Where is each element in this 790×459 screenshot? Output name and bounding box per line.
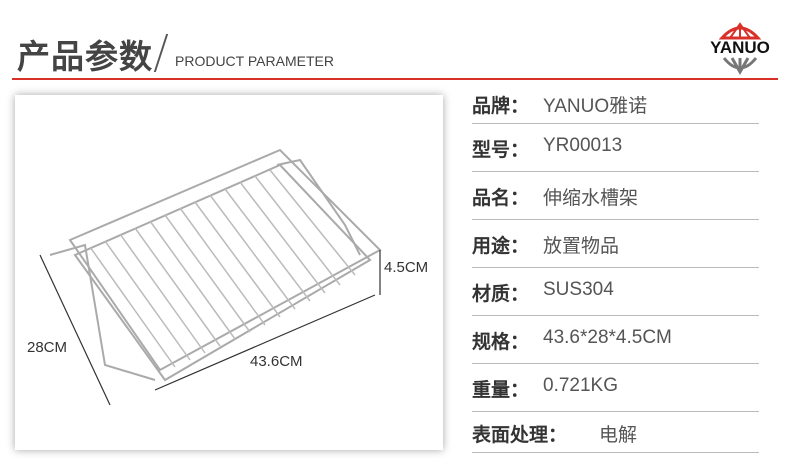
param-value: 0.721KG — [543, 375, 618, 396]
param-row-material: 材质： SUS304 — [472, 267, 759, 316]
width-dimension: 28CM — [27, 339, 68, 356]
param-value: 放置物品 — [543, 236, 620, 257]
length-dimension: 43.6CM — [250, 353, 303, 370]
param-value: YANUO雅诺 — [543, 96, 648, 117]
param-value: 电解 — [599, 425, 638, 446]
param-value: YR00013 — [543, 135, 623, 156]
param-row-weight: 重量： 0.721KG — [472, 363, 759, 412]
param-label: 重量： — [472, 379, 530, 401]
param-label: 规格： — [472, 331, 530, 353]
param-row-finish: 表面处理： 电解 — [472, 411, 759, 453]
param-value: 伸缩水槽架 — [543, 188, 639, 209]
header-rule — [12, 78, 778, 80]
param-label: 材质： — [472, 283, 530, 305]
product-image: 4.5CM 28CM 43.6CM — [15, 95, 443, 450]
param-value: SUS304 — [543, 279, 614, 300]
logo-globe-icon — [718, 22, 762, 76]
page-title: 产品参数 — [17, 37, 153, 76]
param-row-model: 型号： YR00013 — [472, 123, 759, 172]
param-label: 品牌： — [472, 95, 530, 117]
param-row-brand: 品牌： YANUO雅诺 — [472, 77, 759, 124]
height-dimension: 4.5CM — [384, 259, 429, 276]
logo-text: YANUO — [710, 38, 770, 57]
title-divider — [153, 34, 169, 72]
param-label: 用途： — [472, 235, 530, 257]
brand-logo: YANUO — [700, 20, 780, 80]
param-label: 品名： — [472, 187, 530, 209]
param-row-name: 品名： 伸缩水槽架 — [472, 171, 759, 220]
sink-rack-illustration — [39, 148, 382, 406]
param-row-size: 规格： 43.6*28*4.5CM — [472, 315, 759, 364]
param-label: 表面处理： — [472, 424, 568, 446]
param-row-usage: 用途： 放置物品 — [472, 219, 759, 268]
param-label: 型号： — [472, 139, 530, 161]
page-subtitle: PRODUCT PARAMETER — [175, 53, 334, 69]
param-value: 43.6*28*4.5CM — [543, 327, 672, 348]
